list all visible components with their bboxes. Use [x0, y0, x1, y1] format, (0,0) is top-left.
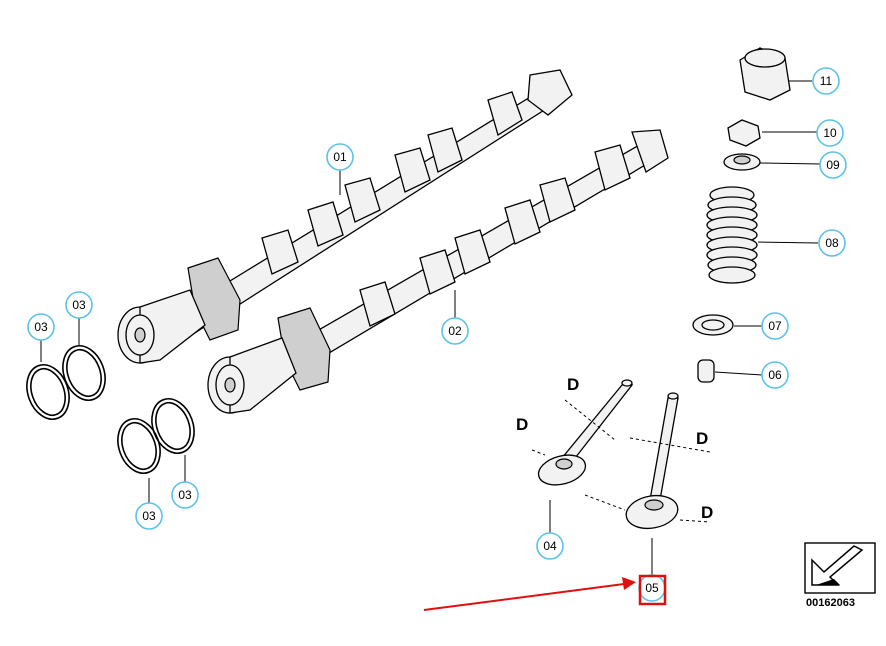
callout-03[interactable]: 03 [171, 481, 199, 509]
svg-text:03: 03 [142, 509, 156, 523]
callout-03[interactable]: 03 [65, 291, 93, 319]
dimension-label: D [701, 503, 713, 522]
valve-stem-seal [697, 359, 715, 383]
svg-text:04: 04 [543, 539, 557, 553]
camshaft-upper [117, 69, 573, 364]
callout-01[interactable]: 01 [326, 143, 354, 171]
spring-plate [692, 314, 734, 336]
svg-text:03: 03 [72, 298, 86, 312]
intake-valve [537, 379, 634, 486]
diagram-reference-icon [804, 542, 876, 594]
svg-text:06: 06 [768, 368, 782, 382]
valve-keepers [727, 119, 761, 147]
callout-11[interactable]: 11 [812, 67, 840, 95]
sealing-rings [26, 345, 195, 474]
callout-05[interactable]: 05 [638, 574, 666, 602]
callout-03[interactable]: 03 [135, 502, 163, 530]
spring-retainer [723, 153, 761, 171]
diagram-reference-code: 00162063 [806, 597, 855, 609]
svg-text:01: 01 [333, 150, 347, 164]
svg-text:08: 08 [825, 236, 839, 250]
callout-04[interactable]: 04 [536, 532, 564, 560]
dimension-label: D [696, 429, 708, 448]
svg-text:03: 03 [178, 488, 192, 502]
svg-text:03: 03 [34, 320, 48, 334]
exhaust-valve [625, 392, 679, 530]
svg-text:07: 07 [768, 319, 782, 333]
dimension-label: D [516, 415, 528, 434]
bucket-tappet [739, 47, 791, 101]
svg-text:02: 02 [448, 324, 462, 338]
pointer-arrow [423, 577, 636, 611]
callout-10[interactable]: 10 [816, 119, 844, 147]
callout-06[interactable]: 06 [761, 361, 789, 389]
callout-07[interactable]: 07 [761, 312, 789, 340]
svg-text:11: 11 [820, 74, 833, 88]
highlight-box [638, 574, 667, 606]
dimension-lines [531, 399, 711, 523]
svg-text:09: 09 [826, 158, 840, 172]
svg-text:05: 05 [645, 581, 659, 595]
callout-08[interactable]: 08 [818, 229, 846, 257]
callout-09[interactable]: 09 [819, 151, 847, 179]
callout-02[interactable]: 02 [441, 317, 469, 345]
valve-spring [706, 186, 758, 284]
callout-03[interactable]: 03 [27, 313, 55, 341]
svg-text:10: 10 [823, 126, 837, 140]
leader-lines [40, 80, 821, 575]
camshaft-lower [207, 129, 669, 414]
dimension-label: D [567, 375, 579, 394]
